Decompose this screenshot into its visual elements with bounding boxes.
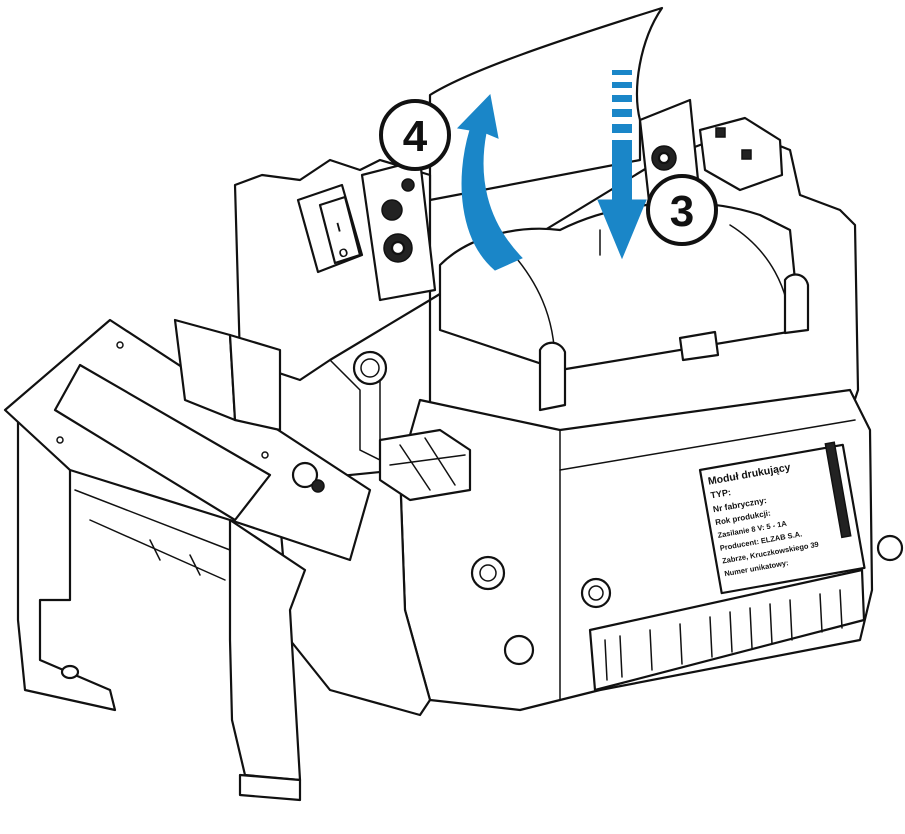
callout-3-number: 3 xyxy=(670,187,694,236)
switch-on-mark: I xyxy=(335,219,342,234)
left-gear-assembly xyxy=(360,158,437,302)
power-switch: I O xyxy=(296,183,364,274)
callout-4-number: 4 xyxy=(403,112,428,161)
arrow-up-4 xyxy=(456,93,523,271)
connector-slots xyxy=(588,568,866,692)
front-cover xyxy=(3,318,372,802)
callout-step-3: 3 xyxy=(646,174,718,246)
module-label-plate: Moduł drukujący TYP: Nr fabryczny: Rok p… xyxy=(698,441,866,595)
module-label-type: TYP: xyxy=(710,487,732,500)
callout-step-4: 4 xyxy=(379,99,451,171)
arrow-down-3 xyxy=(597,70,647,260)
switch-off-mark: O xyxy=(337,245,350,261)
